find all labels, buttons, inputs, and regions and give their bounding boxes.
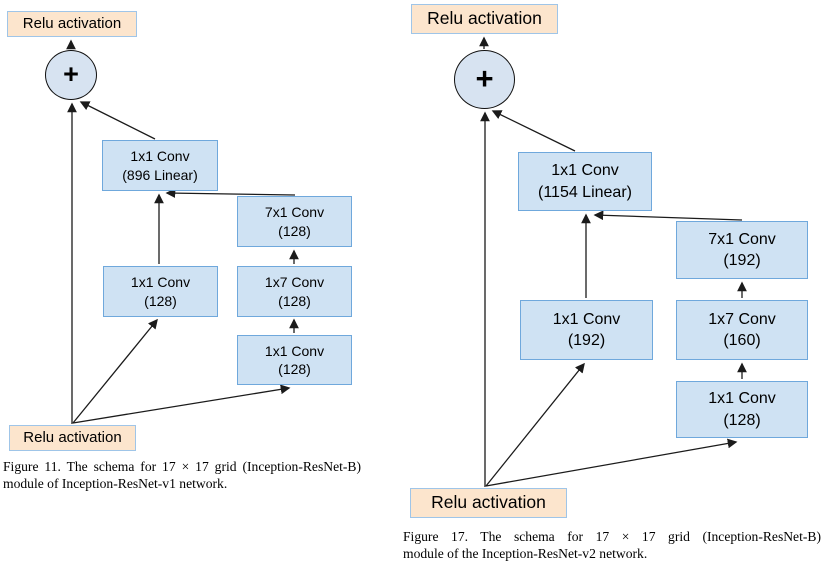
arrow-residual-conv-to-plus [491,110,576,152]
conv-label-line2: (896 Linear) [122,166,198,183]
conv-1x1-128-branch-a-box: 1x1 Conv (128) [103,266,218,317]
conv-1x1-896-linear-box: 1x1 Conv (896 Linear) [102,140,218,191]
relu-activation-input-box: Relu activation [410,488,567,518]
conv-label-line2: (1154 Linear) [538,183,632,201]
conv-1x1-128-branch-b-box: 1x1 Conv (128) [237,335,352,385]
conv-label-line1: 1x1 Conv [130,274,191,291]
conv-label-line2: (128) [278,222,311,239]
conv-label-line1: 1x1 Conv [264,342,325,359]
conv-7x1-192-box: 7x1 Conv (192) [676,221,808,279]
arrow-residual-conv-to-plus [79,101,156,140]
relu-activation-output-box: Relu activation [411,4,558,34]
figure-11-caption: Figure 11. The schema for 17 × 17 grid (… [3,458,361,492]
conv-1x7-160-box: 1x7 Conv (160) [676,300,808,360]
residual-add-node: + [45,50,97,100]
conv-1x1-192-branch-a-box: 1x1 Conv (192) [520,300,653,360]
conv-1x1-128-branch-b-box: 1x1 Conv (128) [676,381,808,438]
relu-activation-output-box: Relu activation [7,11,137,37]
conv-label-line2: (128) [278,361,311,377]
conv-label-line2: (160) [723,332,761,349]
caption-line-2: module of the Inception-ResNet-v2 networ… [403,546,648,561]
conv-label-line2: (192) [723,252,761,269]
caption-line-2: module of Inception-ResNet-v1 network. [3,476,228,491]
figure-17-caption: Figure 17. The schema for 17 × 17 grid (… [403,528,821,562]
residual-add-node: + [454,50,515,109]
conv-label-line1: 7x1 Conv [264,204,325,221]
arrow-branch-b-to-residual [593,210,743,221]
relu-activation-input-box: Relu activation [9,425,136,451]
caption-line-1: Figure 11. The schema for 17 × 17 grid (… [3,459,361,474]
conv-1x7-128-box: 1x7 Conv (128) [237,266,352,317]
plus-icon: + [475,60,494,96]
conv-label-line1: 1x1 Conv [708,390,776,408]
conv-label-line2: (128) [144,292,177,309]
conv-label-line1: 1x1 Conv [552,310,621,328]
conv-1x1-1154-linear-box: 1x1 Conv (1154 Linear) [518,152,652,211]
conv-7x1-128-box: 7x1 Conv (128) [237,196,352,247]
arrow-relu-bottom-to-branch-b [72,384,291,424]
arrow-relu-bottom-to-branch-b [485,438,738,487]
caption-line-1: Figure 17. The schema for 17 × 17 grid (… [403,529,821,544]
arrow-relu-bottom-to-branch-a [72,318,158,424]
conv-label-line2: (128) [278,292,311,309]
conv-label-line1: 1x1 Conv [130,148,190,165]
conv-label-line1: 1x7 Conv [264,274,325,291]
conv-label-line2: (128) [723,411,761,429]
arrow-relu-bottom-to-branch-a [485,362,585,487]
conv-label-line1: 1x7 Conv [708,310,776,328]
arrow-branch-b-to-residual [165,188,296,199]
conv-label-line1: 7x1 Conv [708,230,776,248]
plus-icon: + [63,58,79,89]
conv-label-line2: (192) [567,332,606,349]
conv-label-line1: 1x1 Conv [551,162,619,180]
